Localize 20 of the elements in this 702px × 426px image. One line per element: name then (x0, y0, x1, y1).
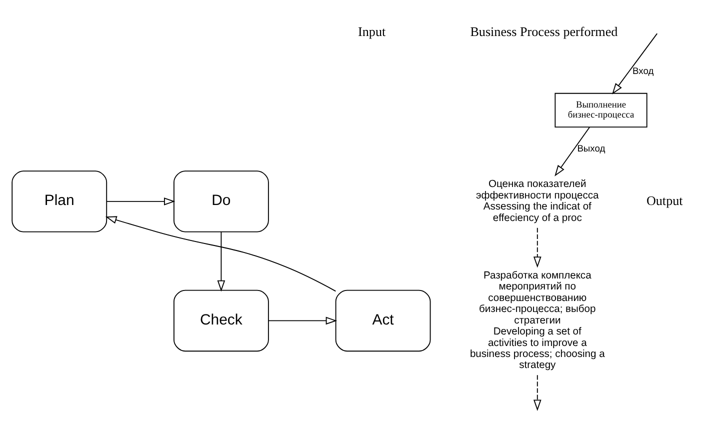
node-box: Do (174, 170, 269, 232)
node-box: Check (174, 290, 269, 352)
arrow (554, 126, 590, 176)
edge-label: Выход (577, 143, 606, 154)
node-text: Оценка показателей эффективности процесса Assessing the indicat of effeciency of a proc (476, 179, 599, 224)
arrow (217, 232, 226, 292)
arrow (533, 374, 542, 411)
label: Output (646, 192, 683, 208)
node-box: Act (335, 290, 431, 352)
arrow (533, 227, 542, 268)
arrow (106, 198, 176, 206)
arrow (612, 33, 658, 94)
label: Input (358, 24, 386, 40)
arrow (268, 316, 338, 325)
node-box: Выполнение бизнес-процесса (554, 92, 648, 128)
edge-label: Вход (632, 66, 654, 76)
node-box: Plan (12, 170, 108, 232)
node-text: Разработка комплекса мероприятий по совершенствованию бизнес-процесса; выбор стратегии Developing a set of activities to improve a business process; choosing a strategy (470, 270, 605, 372)
label: Business Process performed (470, 24, 618, 40)
arrow (105, 216, 336, 292)
